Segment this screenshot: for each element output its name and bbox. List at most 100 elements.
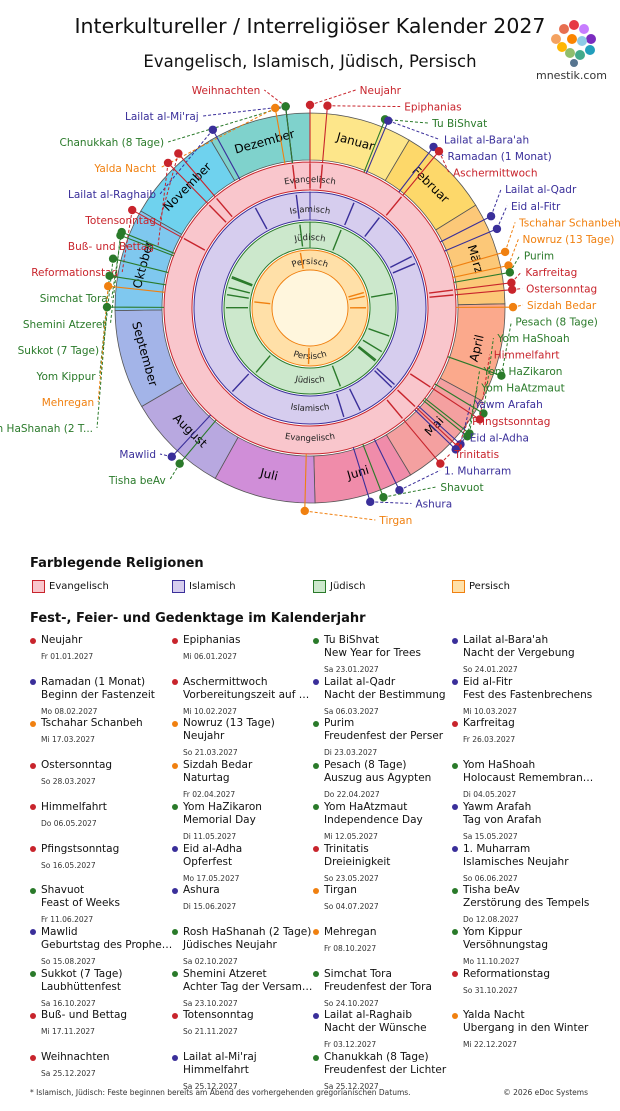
event-callout-line — [438, 151, 450, 173]
page-title: Interkultureller / Interreligiöser Kalen… — [74, 14, 546, 38]
event-date: Fr 26.03.2027 — [463, 735, 516, 745]
event-tick — [368, 328, 390, 337]
event-leader — [120, 234, 174, 257]
event-callout-label: Ostersonntag — [526, 283, 597, 295]
event-tick — [364, 217, 380, 238]
event-description: Jüdisches Neujahr — [183, 938, 277, 951]
religion-dot-icon — [30, 679, 36, 686]
event-tick — [226, 293, 249, 299]
event-dot — [434, 147, 444, 156]
event-leader — [109, 275, 166, 286]
event-name: Nowruz (13 Tage) — [172, 717, 317, 730]
event-entry: Chanukkah (8 Tage)Freudenfest der Lichte… — [313, 1051, 458, 1093]
event-leader — [444, 228, 498, 252]
event-leader — [212, 129, 241, 181]
event-description: Feast of Weeks — [41, 897, 120, 910]
legend-label: Evangelisch — [49, 581, 109, 592]
religion-dot-icon — [313, 846, 319, 852]
event-date: Mi 10.02.2027 — [183, 706, 237, 716]
event-tick — [397, 389, 416, 407]
religion-dot-icon — [452, 887, 458, 894]
event-dot — [436, 459, 445, 468]
religion-dot-icon — [452, 971, 458, 978]
event-dot — [174, 149, 183, 158]
event-description: Nacht der Wünsche — [324, 1022, 427, 1035]
event-callout-line — [370, 501, 412, 504]
event-date: Sa 25.12.2027 — [324, 1082, 379, 1091]
religion-dot-icon — [30, 1054, 36, 1061]
religion-dot-icon — [313, 720, 319, 727]
event-date: So 31.10.2027 — [463, 985, 518, 995]
event-tick — [362, 339, 383, 353]
event-name: Sizdah Bedar — [172, 759, 317, 772]
event-date: Do 06.05.2027 — [41, 818, 97, 828]
event-name: Trinitatis — [313, 843, 458, 856]
event-name: Eid al-Adha — [172, 843, 317, 856]
event-dot — [505, 268, 515, 277]
event-date: Sa 06.03.2027 — [324, 706, 379, 716]
event-name: Eid al-Fitr — [452, 676, 597, 689]
event-callout-label: Lailat al-Bara'ah — [444, 135, 529, 147]
copyright: © 2026 eDoc Systems — [503, 1088, 588, 1097]
event-callout-label: Totensonntag — [84, 215, 156, 227]
event-tick — [231, 277, 253, 287]
event-callout-label: Neujahr — [360, 85, 402, 97]
event-callout-label: Nowruz (13 Tage) — [523, 234, 615, 246]
event-description: Beginn der Fastenzeit — [41, 688, 155, 701]
event-dot — [175, 459, 184, 468]
event-callout-label: Lailat al-Mi'raj — [125, 111, 199, 123]
event-date: Mi 06.01.2027 — [183, 652, 237, 661]
event-tick — [349, 388, 361, 411]
ring-persisch-core — [271, 269, 349, 347]
event-date: Mi 17.11.2027 — [41, 1027, 95, 1037]
religion-dot-icon — [172, 762, 178, 769]
ring-juedisch — [223, 221, 397, 395]
legend-label: Persisch — [469, 581, 510, 592]
religion-dot-icon — [30, 720, 36, 727]
event-name: Simchat Tora — [313, 968, 458, 981]
event-tick — [331, 365, 342, 387]
religion-dot-icon — [30, 846, 36, 852]
event-description: Laubhüttenfest — [41, 980, 122, 993]
event-callout-label: Mawlid — [119, 449, 156, 461]
ring-label-evangelisch: Evangelisch — [284, 432, 336, 444]
event-dot — [116, 231, 125, 240]
event-name: Aschermittwoch — [172, 676, 317, 689]
event-callout-line — [159, 129, 214, 195]
brand-name: mnestik.com — [536, 69, 607, 82]
event-tick — [332, 229, 342, 251]
event-dot — [475, 415, 484, 424]
event-name: Mawlid — [30, 926, 175, 939]
brain-logo-icon — [551, 20, 596, 67]
event-callout-label: Trinitatis — [453, 449, 499, 461]
event-callout-line — [97, 286, 109, 403]
event-name: Yom Kippur — [452, 926, 597, 939]
event-description: Memorial Day — [183, 813, 256, 826]
event-dot — [395, 486, 404, 495]
event-description: Freudenfest der Tora — [324, 980, 432, 993]
event-description: Fest des Fastenbrechens — [463, 688, 593, 701]
event-tick — [389, 255, 413, 268]
legend-heading: Farblegende Religionen — [30, 556, 204, 571]
event-tick — [299, 252, 304, 269]
event-callout-line — [388, 120, 441, 141]
event-dot — [167, 452, 177, 461]
event-callout-line — [490, 189, 502, 217]
event-dot — [379, 493, 388, 502]
religion-dot-icon — [313, 929, 319, 936]
event-date: Fr 02.04.2027 — [183, 790, 236, 800]
event-dot — [463, 432, 472, 441]
event-name: Reformationstag — [452, 968, 597, 981]
event-dot — [271, 103, 280, 113]
event-tick — [295, 194, 300, 219]
